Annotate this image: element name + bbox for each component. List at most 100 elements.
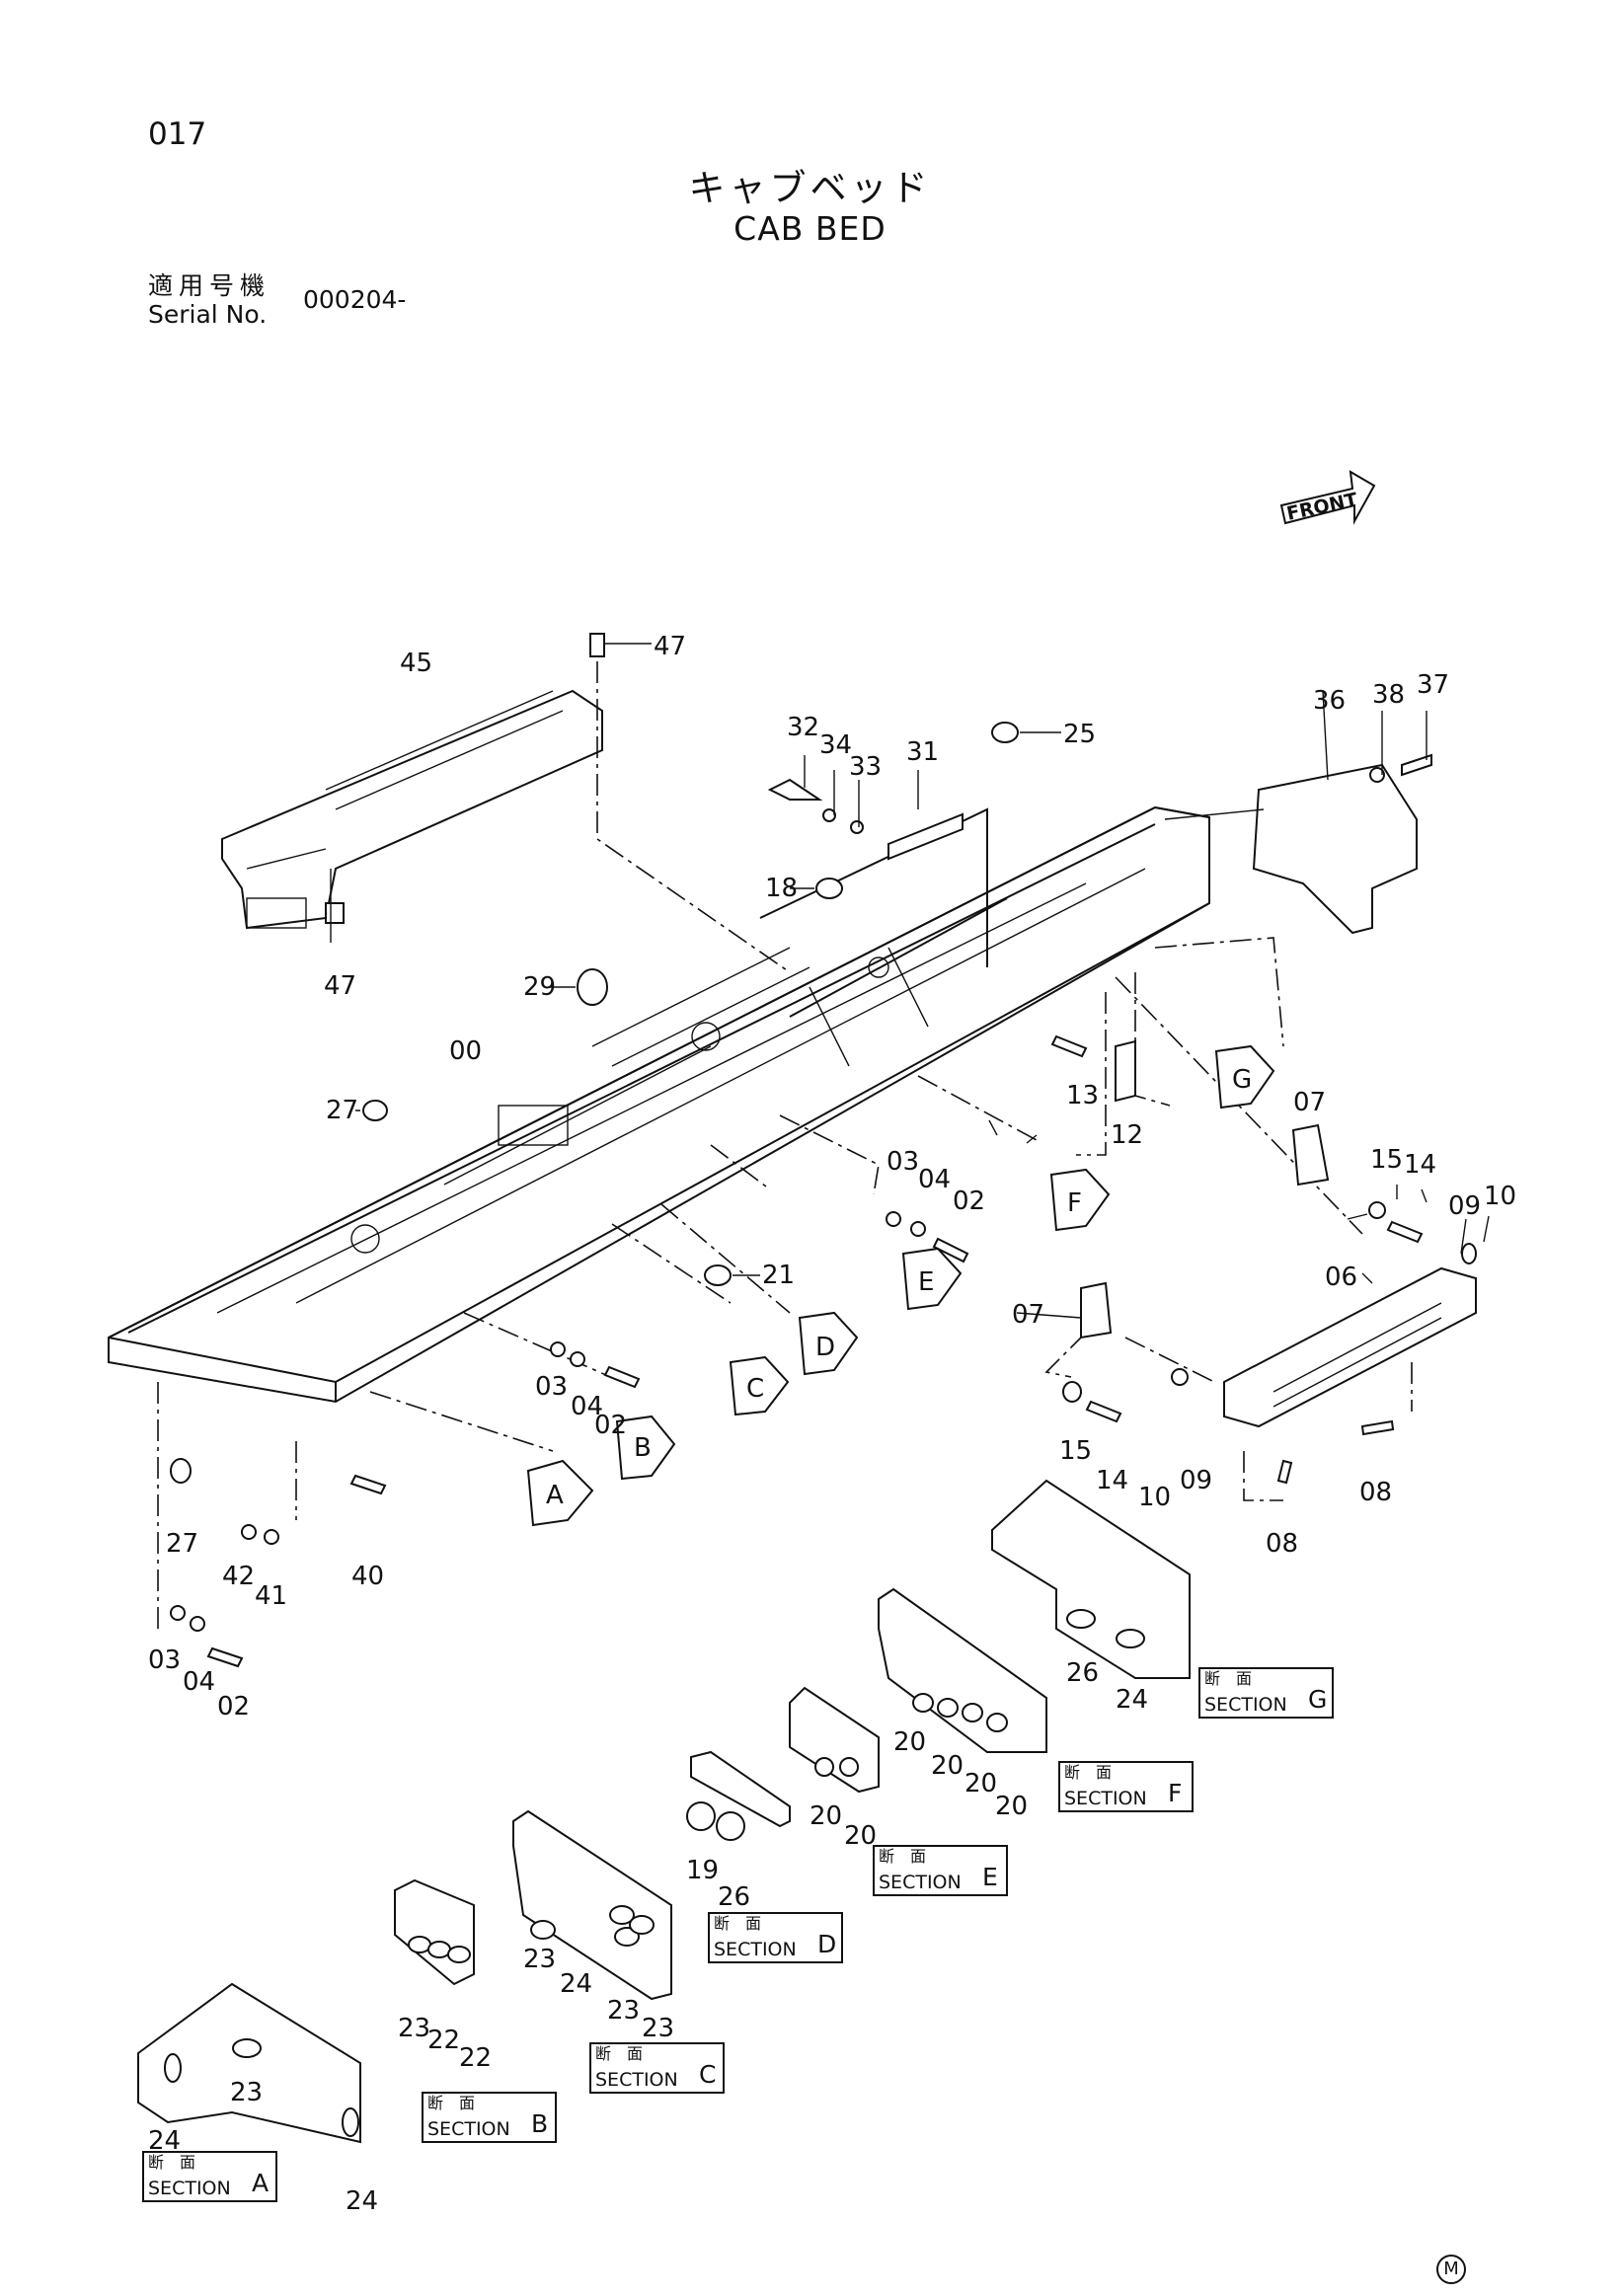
callout: 07: [1012, 1300, 1044, 1330]
bolt-icon: [349, 1474, 387, 1495]
part-45-bracket-drawing: [221, 689, 603, 930]
svg-text:SECTION: SECTION: [595, 2069, 678, 2091]
svg-text:断 面: 断 面: [1204, 1669, 1252, 1688]
callout: 08: [1359, 1478, 1392, 1507]
svg-text:B: B: [531, 2109, 548, 2138]
callout: 19: [686, 1856, 719, 1885]
svg-text:F: F: [1067, 1188, 1082, 1218]
hardware-icons: [170, 633, 1477, 1668]
callout: 26: [718, 1882, 750, 1912]
callout: 06: [1325, 1263, 1357, 1292]
flag-b: B: [615, 1415, 676, 1481]
callout: 02: [217, 1692, 250, 1722]
svg-text:G: G: [1232, 1065, 1252, 1095]
callout: 24: [148, 2126, 181, 2156]
svg-text:SECTION: SECTION: [714, 1939, 797, 1960]
callout: 32: [787, 713, 819, 742]
svg-text:SECTION: SECTION: [148, 2178, 231, 2199]
wing-bolt-icon: [767, 778, 823, 801]
section-part-drawings: [137, 1479, 1191, 2144]
callout: 20: [931, 1751, 964, 1781]
washer-icon: [910, 1221, 926, 1237]
callout: 24: [1116, 1685, 1148, 1715]
svg-text:断 面: 断 面: [595, 2044, 643, 2063]
flag-f: F: [1049, 1168, 1111, 1232]
callout: 23: [642, 2014, 674, 2043]
bolt-icon: [1085, 1400, 1122, 1423]
callout: 10: [1484, 1182, 1516, 1211]
callout: 23: [230, 2078, 263, 2107]
callout: 10: [1138, 1483, 1171, 1512]
grommet-icon: [362, 1100, 388, 1121]
washer-icon: [190, 1616, 205, 1632]
part-36-step-plate-drawing: [1252, 763, 1418, 935]
page-title-japanese: キャブベッド: [688, 167, 932, 209]
callout: 23: [398, 2014, 430, 2043]
callout: 27: [166, 1529, 198, 1559]
grommet-icon: [815, 878, 843, 899]
callout: 02: [953, 1186, 985, 1216]
washer-icon: [264, 1529, 279, 1545]
bolt-icon: [325, 902, 345, 924]
washer-icon: [822, 808, 836, 822]
callout: 04: [183, 1667, 215, 1697]
callout: 31: [906, 737, 939, 767]
callout: 18: [765, 874, 798, 903]
callout: 15: [1370, 1145, 1403, 1175]
washer-icon: [570, 1351, 585, 1367]
callout: 00: [449, 1036, 482, 1066]
svg-text:C: C: [699, 2060, 716, 2089]
bolt-icon: [1360, 1419, 1395, 1436]
grommet-icon: [704, 1264, 732, 1286]
callout: 22: [427, 2026, 460, 2055]
callout: 07: [1293, 1088, 1326, 1117]
washer-icon: [1171, 1368, 1189, 1386]
page-number: 017: [148, 116, 207, 152]
washer-icon: [1368, 1201, 1386, 1219]
section-flags: A B C D E F G: [526, 1044, 1275, 1527]
section-labels: 断 面 SECTION G 断 面 SECTION F 断 面 SECTION …: [142, 1667, 1334, 2202]
callout: 20: [844, 1821, 877, 1851]
main-frame-drawing: [108, 805, 1210, 1404]
callout: 14: [1404, 1150, 1436, 1180]
callout: 42: [222, 1562, 255, 1591]
flag-c: C: [729, 1355, 790, 1416]
callout: 47: [654, 632, 686, 661]
callout: 09: [1180, 1466, 1212, 1495]
callout: 03: [535, 1372, 568, 1402]
callout: 09: [1448, 1191, 1481, 1221]
nut-icon: [170, 1458, 192, 1484]
svg-text:D: D: [817, 1930, 836, 1958]
svg-text:C: C: [746, 1374, 764, 1404]
grommet-icon: [577, 968, 608, 1006]
section-label-e: 断 面 SECTION E: [873, 1845, 1008, 1896]
flag-d: D: [798, 1311, 859, 1376]
svg-text:A: A: [546, 1481, 564, 1510]
callout: 03: [887, 1147, 919, 1177]
section-label-b: 断 面 SECTION B: [422, 2092, 557, 2143]
plate-icon: [887, 812, 964, 861]
callout: 03: [148, 1645, 181, 1675]
bracket-icon: [1291, 1123, 1330, 1186]
callout: 08: [1266, 1529, 1298, 1559]
svg-text:E: E: [982, 1863, 998, 1891]
callout: 20: [995, 1792, 1028, 1821]
serial-label: Serial No.: [148, 300, 268, 329]
callout: 24: [560, 1969, 592, 1999]
washer-icon: [1461, 1243, 1477, 1264]
svg-text:SECTION: SECTION: [1204, 1694, 1287, 1716]
callout: 45: [400, 649, 432, 678]
callout: 23: [607, 1996, 640, 2026]
svg-text:B: B: [634, 1433, 652, 1463]
bolt-icon: [603, 1365, 641, 1389]
svg-text:断 面: 断 面: [1064, 1763, 1112, 1782]
callout: 33: [849, 752, 882, 782]
svg-text:断 面: 断 面: [714, 1914, 761, 1933]
washer-icon: [850, 820, 864, 834]
part-06-step-drawing: [1223, 1266, 1477, 1428]
callout: 34: [819, 730, 852, 760]
washer-icon: [170, 1605, 186, 1621]
callout: 13: [1066, 1081, 1099, 1110]
serial-label-japanese: 適用号機: [148, 271, 271, 300]
svg-text:E: E: [918, 1267, 934, 1297]
